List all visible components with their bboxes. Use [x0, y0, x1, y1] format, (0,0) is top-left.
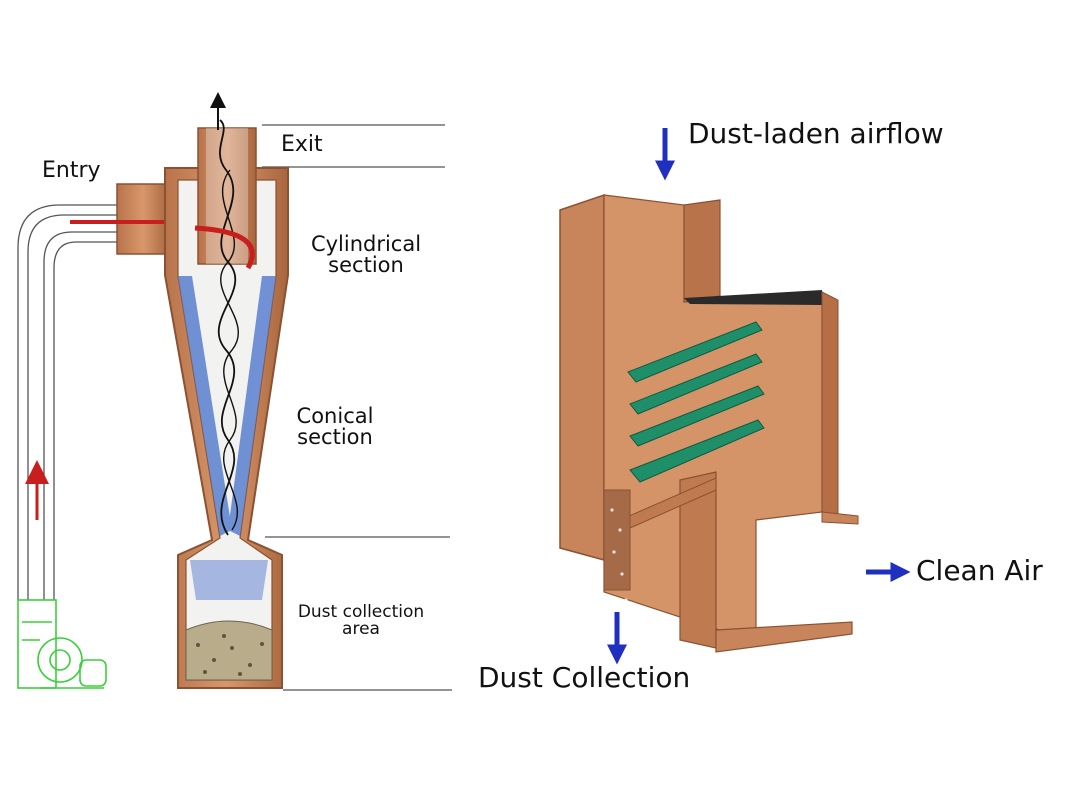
- inlet-box: [116, 183, 170, 255]
- dust-particles: [196, 634, 264, 676]
- label-exit: Exit: [281, 132, 323, 157]
- label-dust-collection: Dust Collection: [478, 661, 691, 694]
- dust-pile: [185, 620, 273, 681]
- inlet-duct: [17, 204, 118, 600]
- baffle-plates: [627, 321, 765, 483]
- swirl-arrow: [194, 225, 255, 270]
- fan-icon: [17, 599, 107, 689]
- wall-dust: [178, 276, 276, 600]
- label-dust-collection-area: Dust collection area: [297, 602, 425, 639]
- label-clean-air: Clean Air: [916, 554, 1043, 587]
- label-dust-laden-airflow: Dust-laden airflow: [688, 117, 944, 150]
- label-cylindrical-section: Cylindrical section: [310, 232, 422, 277]
- label-entry: Entry: [42, 158, 101, 183]
- label-conical-section: Conical section: [296, 404, 374, 449]
- vortex-flow: [218, 119, 236, 536]
- baffle-chamber: [559, 193, 859, 653]
- leader-lines: [262, 124, 452, 691]
